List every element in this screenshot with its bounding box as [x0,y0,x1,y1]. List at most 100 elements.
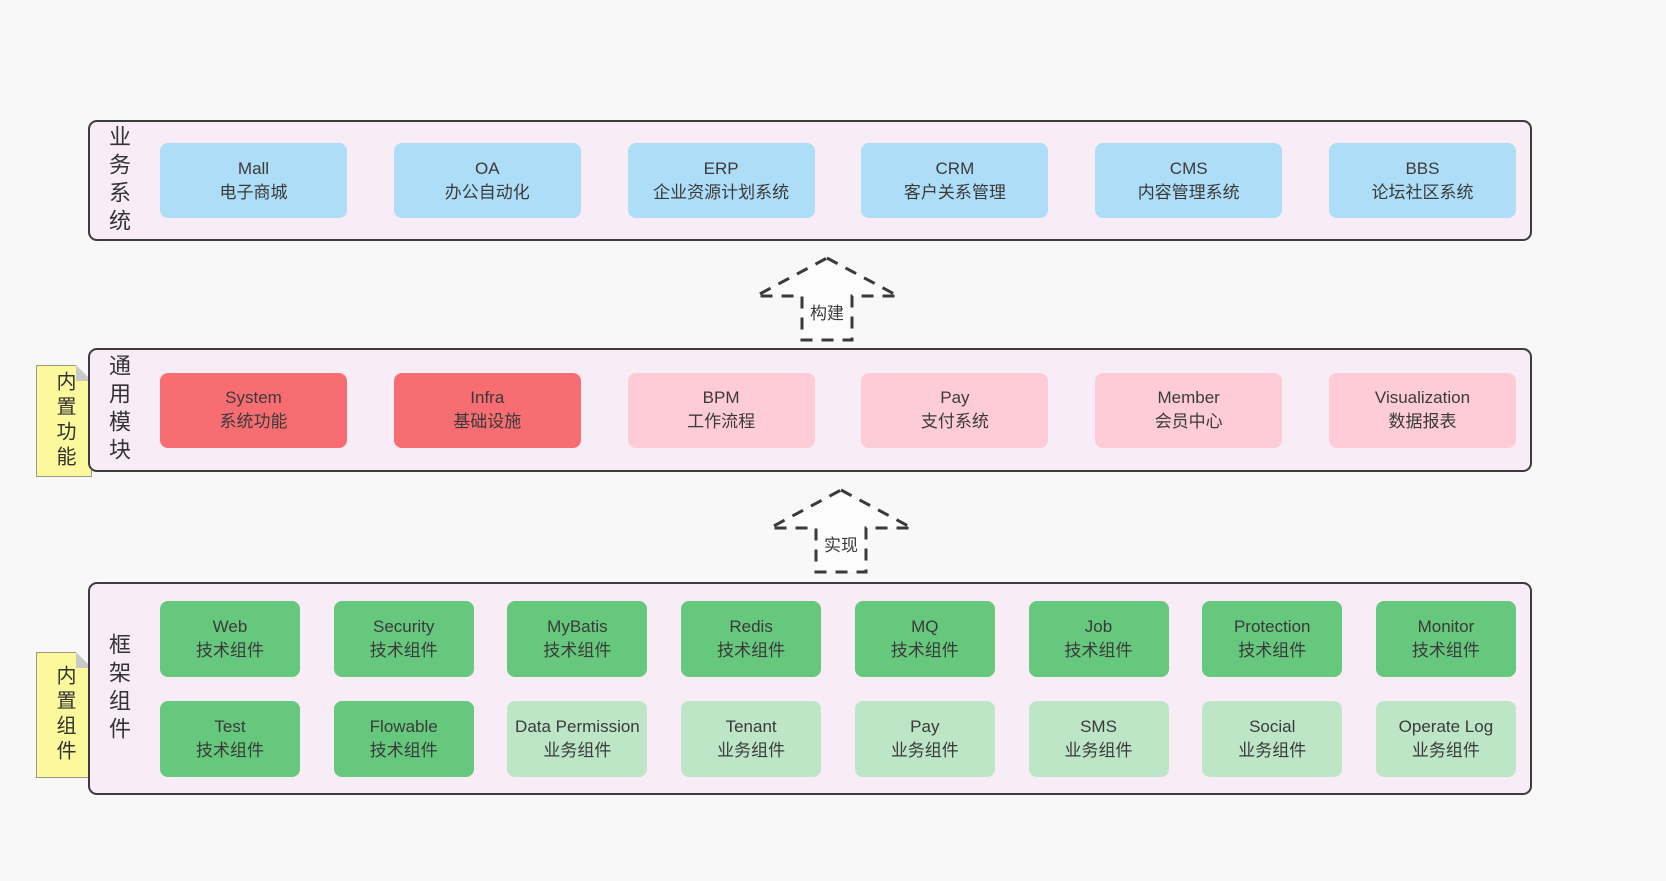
box-social: Social 业务组件 [1202,700,1343,777]
box-subtitle: 论坛社区系统 [1371,182,1474,202]
box-subtitle: 业务组件 [1064,740,1133,760]
box-title: System [225,388,282,407]
box-bpm: BPM 工作流程 [627,372,815,448]
panel-label-text: 框架组件 [106,632,131,745]
box-crm: CRM 客户关系管理 [861,143,1049,218]
box-title: Web [212,616,248,636]
panel-modules-label: 通用模块 [90,350,146,470]
box-subtitle: 客户关系管理 [903,182,1006,202]
box-title: BBS [1405,158,1440,178]
box-title: Infra [470,388,505,407]
box-subtitle: 会员中心 [1154,412,1223,431]
panel-label-text: 通用模块 [106,354,131,466]
box-title: CMS [1169,158,1208,178]
box-title: BPM [702,388,740,407]
box-subtitle: 内容管理系统 [1137,182,1240,202]
box-subtitle: 系统功能 [219,412,288,431]
sticky-note-label: 内置功能 [53,371,75,471]
box-subtitle: 业务组件 [543,740,612,760]
box-mall: Mall 电子商城 [160,143,347,218]
sticky-note-built-in-features: 内置功能 [36,365,92,477]
box-subtitle: 技术组件 [717,640,786,660]
box-subtitle: 技术组件 [1411,640,1480,660]
box-flowable: Flowable 技术组件 [333,700,474,777]
box-data-permission: Data Permission 业务组件 [507,700,648,777]
business-box-row: Mall 电子商城 OA 办公自动化 ERP 企业资源计划系统 CRM 客户关系… [146,122,1530,239]
box-mybatis: MyBatis 技术组件 [507,600,648,677]
panel-label-text: 业务系统 [106,124,131,237]
box-subtitle: 支付系统 [920,412,989,431]
box-member: Member 会员中心 [1095,372,1283,448]
panel-business-systems: 业务系统 Mall 电子商城 OA 办公自动化 ERP 企业资源计划系统 [88,120,1532,241]
box-mq: MQ 技术组件 [854,600,995,677]
box-title: Operate Log [1398,716,1494,736]
box-title: Protection [1233,616,1311,636]
box-subtitle: 基础设施 [453,412,522,431]
box-redis: Redis 技术组件 [681,600,822,677]
components-box-row-2: Test 技术组件 Flowable 技术组件 Data Permission … [160,700,1516,777]
box-title: Tenant [725,716,777,736]
box-title: MyBatis [547,616,608,636]
box-subtitle: 业务组件 [1238,740,1307,760]
box-title: SMS [1080,716,1117,736]
box-subtitle: 技术组件 [369,740,438,760]
box-title: Pay [910,716,940,736]
box-title: Security [372,616,435,636]
box-subtitle: 技术组件 [1238,640,1307,660]
box-subtitle: 技术组件 [369,640,438,660]
components-box-row-1: Web 技术组件 Security 技术组件 MyBatis 技术组件 [160,600,1516,677]
box-subtitle: 电子商城 [219,182,288,202]
box-title: Flowable [369,716,438,736]
box-subtitle: 技术组件 [1064,640,1133,660]
box-subtitle: 数据报表 [1388,412,1457,431]
box-subtitle: 业务组件 [890,740,959,760]
panel-framework-components: 框架组件 Web 技术组件 Security 技术组件 MyBati [88,582,1532,795]
components-box-area: Web 技术组件 Security 技术组件 MyBatis 技术组件 [146,584,1530,793]
box-pay-component: Pay 业务组件 [854,700,995,777]
box-title: Visualization [1374,388,1471,407]
box-oa: OA 办公自动化 [393,143,581,218]
box-subtitle: 业务组件 [717,740,786,760]
box-subtitle: 技术组件 [196,640,264,660]
box-bbs: BBS 论坛社区系统 [1328,143,1516,218]
box-monitor: Monitor 技术组件 [1375,600,1516,677]
panel-components-label: 框架组件 [90,584,146,793]
box-erp: ERP 企业资源计划系统 [627,143,815,218]
modules-box-row: System 系统功能 Infra 基础设施 BPM 工作流程 Pay 支付系统 [146,350,1530,470]
dashed-up-arrow-icon [755,256,899,342]
box-title: Data Permission [515,716,640,736]
box-web: Web 技术组件 [160,600,300,677]
box-title: Job [1084,616,1113,636]
arrow-label: 构建 [810,304,844,323]
box-title: Social [1249,716,1296,736]
box-title: Member [1157,388,1220,407]
box-visualization: Visualization 数据报表 [1328,372,1516,448]
box-title: ERP [703,158,739,178]
box-title: MQ [911,616,939,636]
panel-business-label: 业务系统 [90,122,146,239]
box-pay-system: Pay 支付系统 [861,372,1049,448]
arrow-label: 实现 [824,536,858,555]
box-protection: Protection 技术组件 [1202,600,1343,677]
box-security: Security 技术组件 [333,600,474,677]
box-title: Monitor [1417,616,1475,636]
arrow-build: 构建 [752,255,902,343]
box-subtitle: 技术组件 [543,640,612,660]
box-subtitle: 办公自动化 [444,182,530,202]
box-title: Test [214,716,246,736]
box-title: Redis [729,616,773,636]
box-tenant: Tenant 业务组件 [681,700,822,777]
box-title: Mall [237,158,270,178]
box-title: Pay [940,388,970,407]
box-subtitle: 技术组件 [890,640,959,660]
box-system: System 系统功能 [160,372,347,448]
box-subtitle: 业务组件 [1411,740,1480,760]
panel-common-modules: 通用模块 System 系统功能 Infra 基础设施 BPM 工作流程 [88,348,1532,472]
box-test: Test 技术组件 [160,700,300,777]
sticky-note-label: 内置组件 [53,665,75,765]
sticky-note-built-in-components: 内置组件 [36,652,92,778]
box-title: CRM [935,158,975,178]
box-sms: SMS 业务组件 [1028,700,1169,777]
box-cms: CMS 内容管理系统 [1095,143,1283,218]
